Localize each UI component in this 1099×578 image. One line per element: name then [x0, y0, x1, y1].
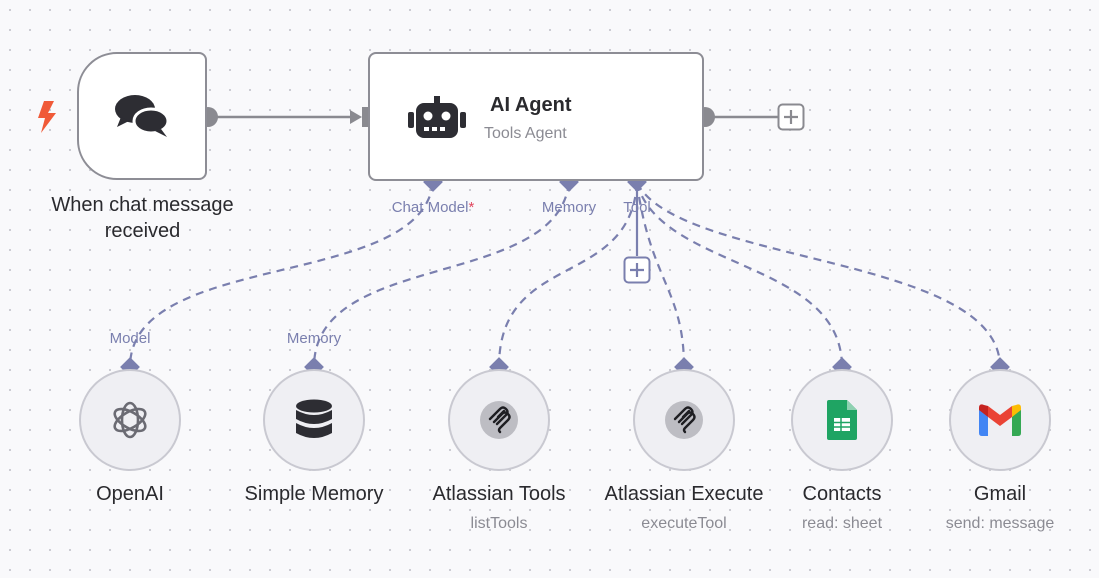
gmail-subtitle: send: message [945, 515, 1055, 532]
required-marker: * [468, 199, 475, 216]
simple-memory-node[interactable] [263, 369, 365, 471]
connection-arrow-icon [350, 110, 362, 124]
simple-memory-label: Simple Memory [244, 483, 384, 505]
memory-connection[interactable] [312, 182, 571, 368]
robot-icon [408, 96, 466, 138]
chat-trigger-node[interactable] [77, 52, 207, 180]
model-connection[interactable] [128, 182, 435, 368]
atlassian-execute-label: Atlassian Execute [604, 483, 764, 505]
tool-connection-contacts[interactable] [635, 182, 844, 368]
tool-port-label: Tool [623, 199, 651, 216]
openai-icon [113, 401, 147, 439]
gmail-label: Gmail [973, 483, 1027, 505]
simple-memory-port-label: Memory [286, 330, 342, 347]
mcp-icon [480, 401, 518, 439]
atlassian-execute-subtitle: executeTool [641, 515, 727, 532]
trigger-bolt-icon [38, 101, 56, 133]
contacts-node[interactable] [791, 369, 893, 471]
contacts-label: Contacts [802, 483, 882, 505]
google-sheets-icon [827, 400, 857, 440]
database-icon [296, 399, 332, 438]
chat-model-port-label: Chat Model* [391, 199, 475, 216]
tool-connection-atlassian-execute[interactable] [635, 182, 686, 368]
atlassian-tools-subtitle: listTools [470, 515, 528, 532]
atlassian-tools-label: Atlassian Tools [432, 483, 566, 505]
openai-label: OpenAI [96, 483, 164, 505]
ai-agent-node[interactable]: AI Agent Tools Agent [368, 52, 704, 181]
mcp-icon [665, 401, 703, 439]
openai-port-label: Model [109, 330, 151, 347]
agent-input-handle[interactable] [362, 107, 372, 127]
atlassian-tools-node[interactable] [448, 369, 550, 471]
openai-node[interactable] [79, 369, 181, 471]
tool-connection-gmail[interactable] [636, 182, 1002, 368]
chat-bubbles-icon [115, 95, 170, 137]
atlassian-execute-node[interactable] [633, 369, 735, 471]
agent-subtitle: Tools Agent [484, 125, 567, 142]
gmail-icon [979, 404, 1021, 436]
gmail-node[interactable] [949, 369, 1051, 471]
agent-title: AI Agent [490, 94, 572, 116]
memory-port-label: Memory [541, 199, 597, 216]
add-tool-button[interactable] [623, 256, 651, 284]
trigger-label: When chat message received [51, 194, 234, 242]
contacts-subtitle: read: sheet [801, 515, 883, 532]
add-next-node-button[interactable] [777, 103, 805, 131]
